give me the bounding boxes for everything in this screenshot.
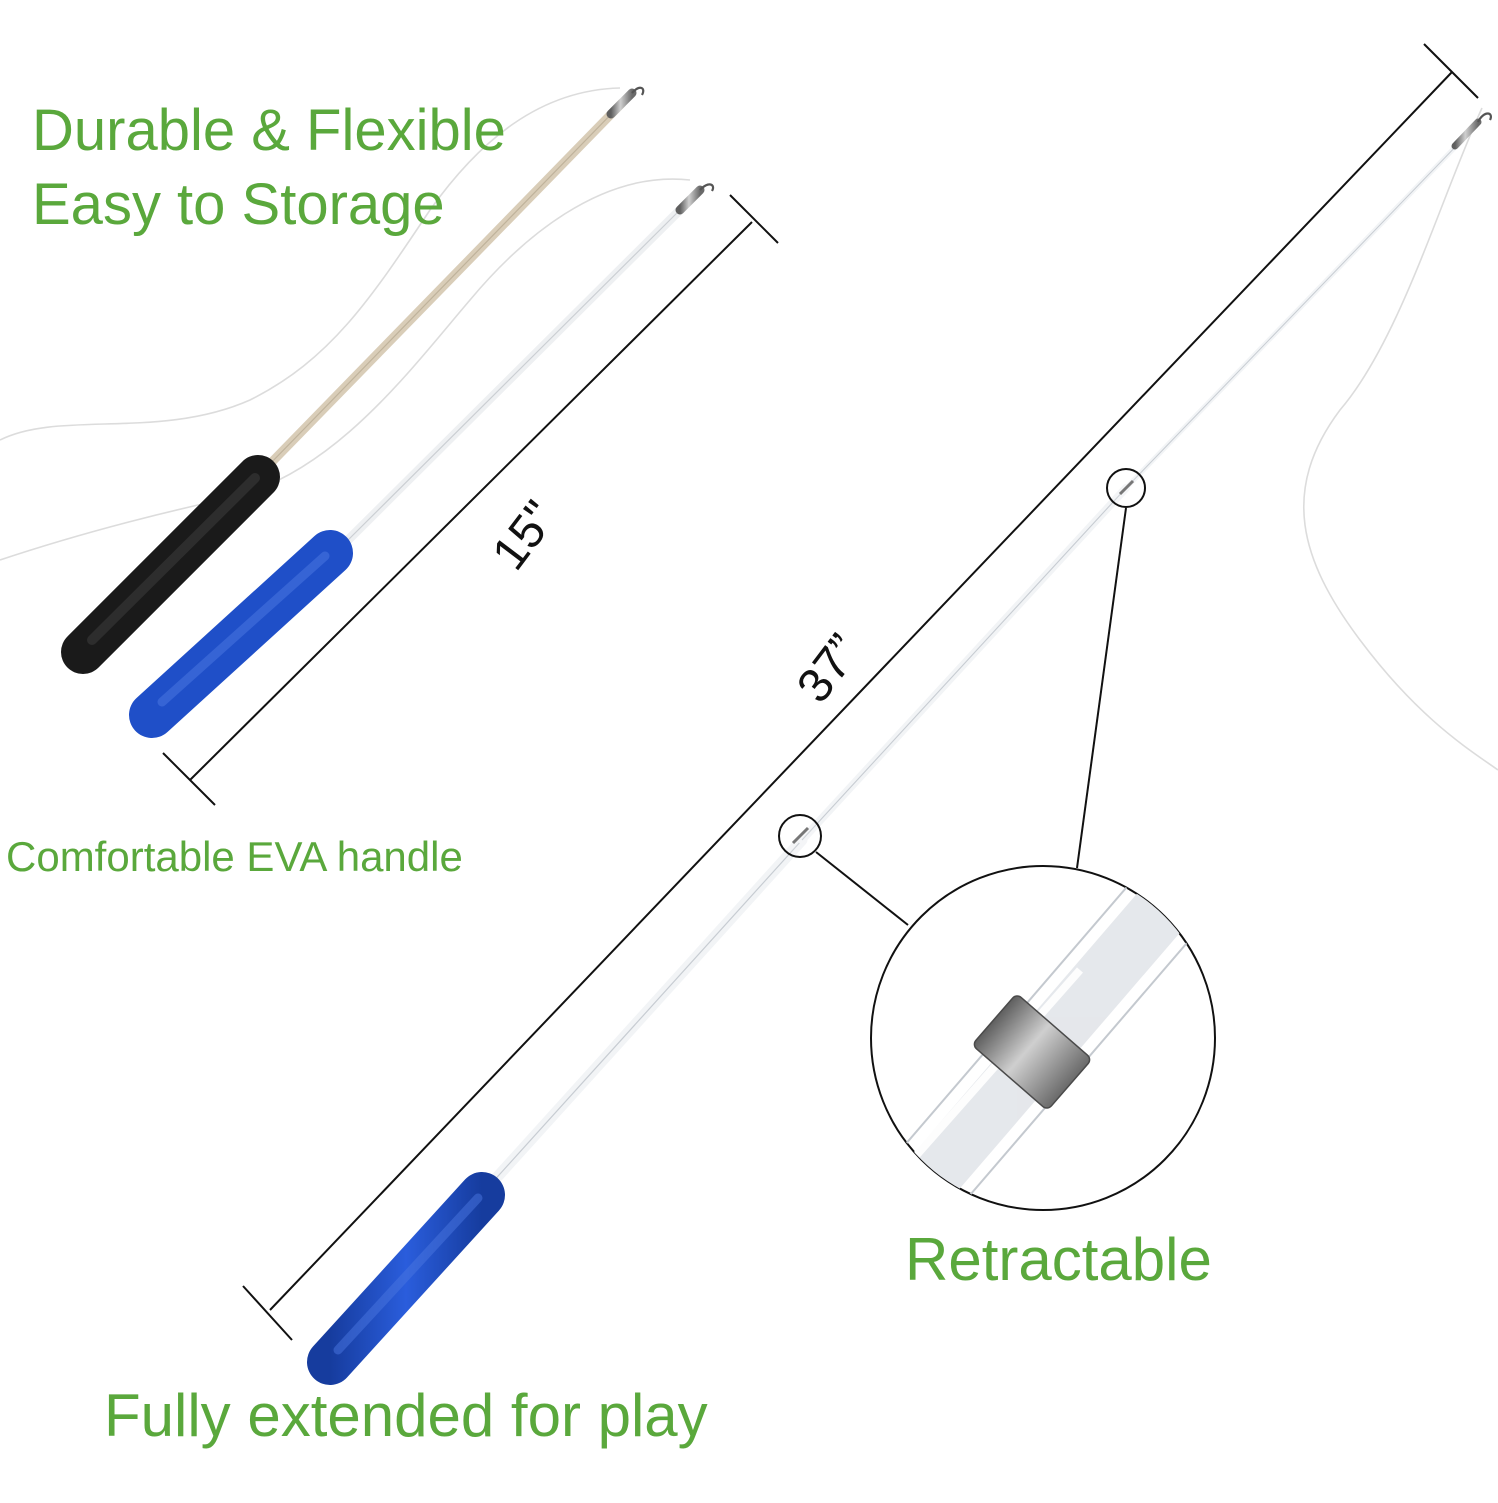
- caption-fully-extended: Fully extended for play: [104, 1382, 708, 1449]
- caption-easy-storage: Easy to Storage: [32, 172, 445, 237]
- dimension-37: [242, 43, 1479, 1341]
- wand-black-handle: [61, 86, 645, 674]
- tip-hook-short: [699, 183, 715, 192]
- string-wavy-3: [1302, 107, 1498, 771]
- wand-extended: [307, 112, 1492, 1385]
- zoom-ferrule: [973, 995, 1091, 1109]
- string-wavy-1: [0, 87, 621, 441]
- callout-line-lower: [815, 851, 909, 926]
- rod-tip-metal-long: [1451, 118, 1482, 150]
- caption-durable-flexible: Durable & Flexible: [32, 98, 506, 163]
- caption-eva-handle: Comfortable EVA handle: [6, 833, 463, 880]
- rod-tip-metal-short: [675, 185, 705, 215]
- caption-retractable: Retractable: [905, 1226, 1212, 1293]
- wand-blue-handle-short: [129, 183, 715, 738]
- zoom-detail: [870, 865, 1216, 1211]
- dimension-15: [162, 194, 779, 806]
- callout-line-upper: [1076, 507, 1127, 869]
- string-wavy-2: [0, 178, 691, 561]
- rod-tip-metal: [606, 88, 637, 119]
- tip-hook: [631, 86, 645, 96]
- tip-hook-long: [1477, 112, 1492, 123]
